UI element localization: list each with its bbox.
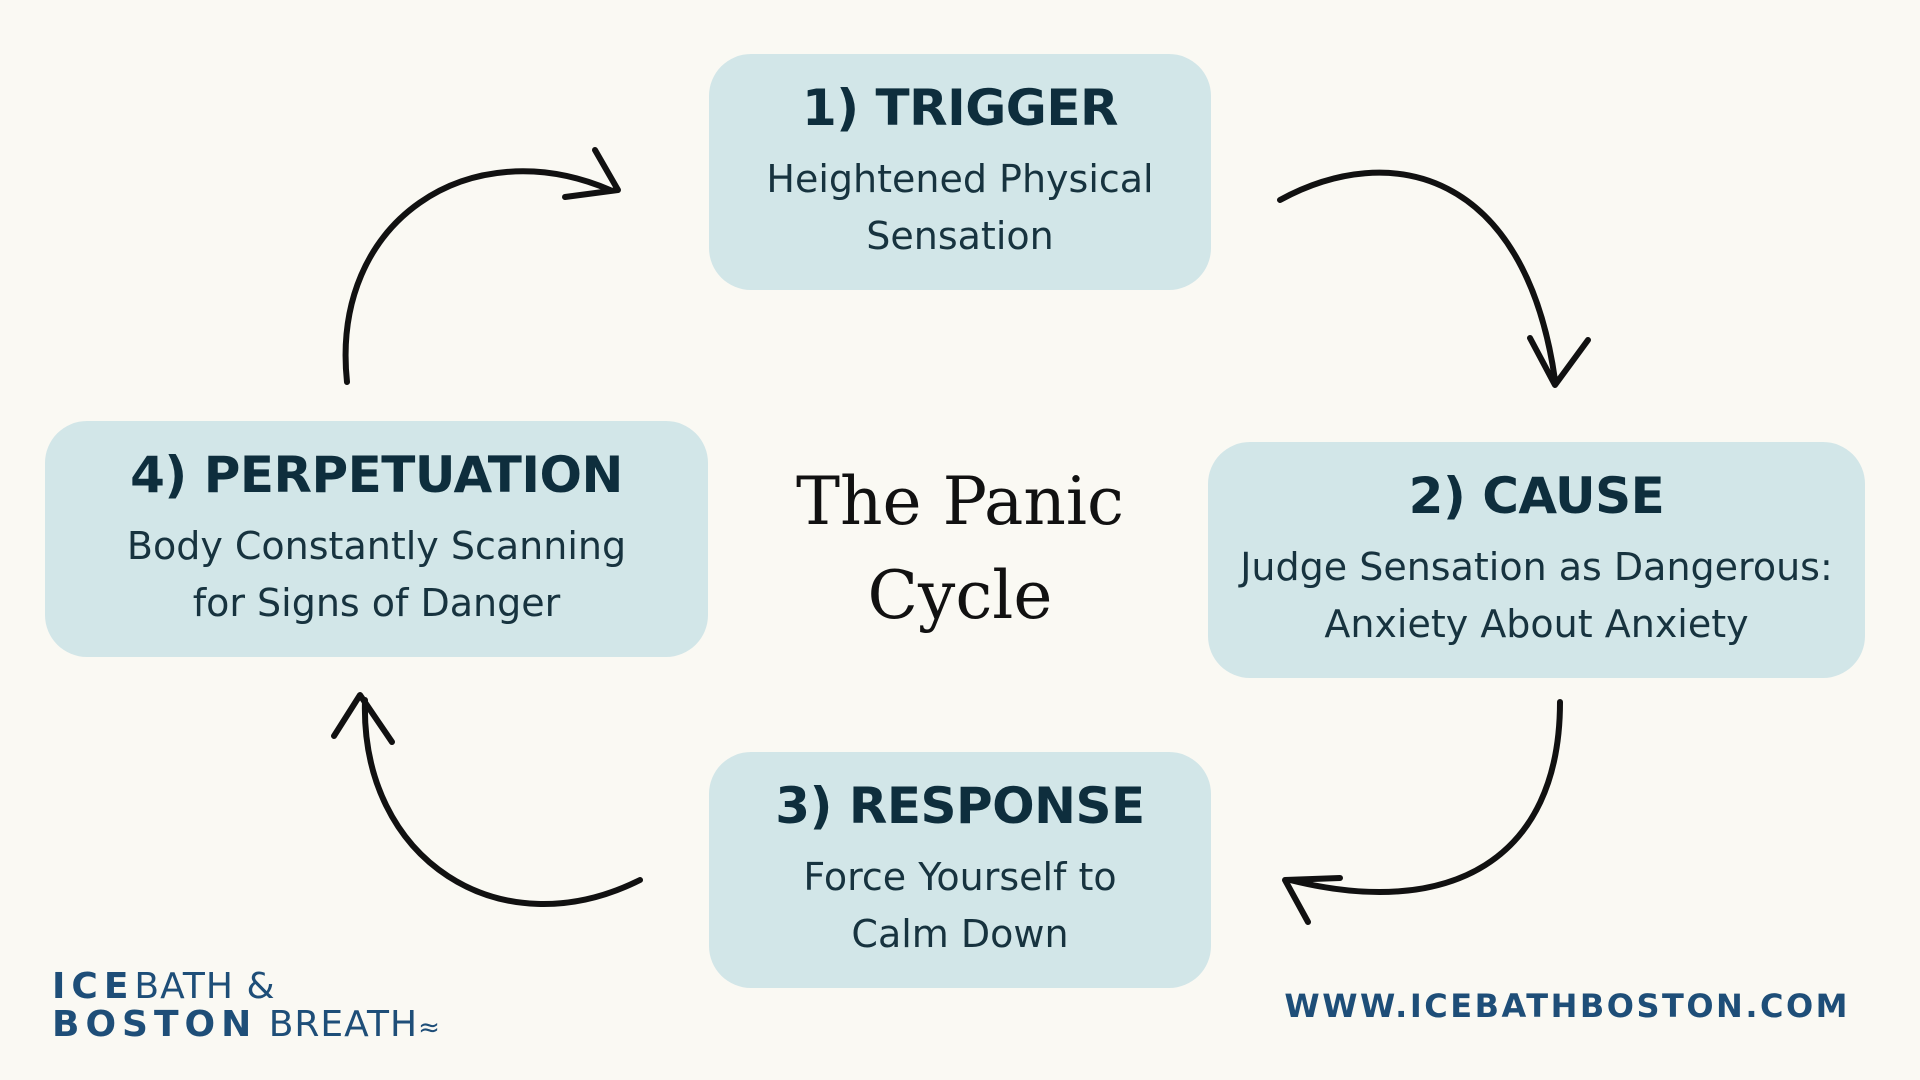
step-trigger-line-1: Heightened Physical <box>766 157 1154 201</box>
step-cause-line-1: Judge Sensation as Dangerous: <box>1240 545 1833 589</box>
arrow-response-to-perpetuation <box>361 697 643 907</box>
step-response-line-2: Calm Down <box>851 912 1069 956</box>
logo-line-1: ICEBATH & <box>52 968 532 1006</box>
arrowhead-trigger-to-cause <box>1527 335 1591 388</box>
arrow-cause-to-response <box>1287 699 1563 895</box>
step-cause-description: Judge Sensation as Dangerous: Anxiety Ab… <box>1240 539 1833 653</box>
diagram-title-line-2: Cycle <box>867 557 1053 634</box>
arrowhead-perpetuation-to-trigger <box>562 147 621 200</box>
step-response-box: 3) RESPONSE Force Yourself to Calm Down <box>709 752 1211 988</box>
step-trigger-title: 1) TRIGGER <box>802 79 1119 137</box>
website-url: WWW.ICEBATHBOSTON.COM <box>1284 987 1850 1025</box>
step-trigger-box: 1) TRIGGER Heightened Physical Sensation <box>709 54 1211 290</box>
step-trigger-line-2: Sensation <box>866 214 1054 258</box>
logo-word-breath: BREATH <box>268 1004 419 1045</box>
step-perpetuation-title: 4) PERPETUATION <box>130 446 623 504</box>
step-perpetuation-description: Body Constantly Scanning for Signs of Da… <box>127 518 626 632</box>
diagram-title: The Panic Cycle <box>760 455 1160 643</box>
step-cause-title: 2) CAUSE <box>1408 467 1665 525</box>
step-response-description: Force Yourself to Calm Down <box>803 849 1116 963</box>
step-cause-line-2: Anxiety About Anxiety <box>1324 602 1749 646</box>
logo-word-bath: BATH & <box>134 966 276 1007</box>
arrow-perpetuation-to-trigger <box>342 168 613 385</box>
step-perpetuation-line-1: Body Constantly Scanning <box>126 524 627 568</box>
step-perpetuation-line-2: for Signs of Danger <box>192 581 561 625</box>
arrowhead-response-to-perpetuation <box>331 692 395 745</box>
arrowhead-cause-to-response <box>1282 875 1343 925</box>
step-response-title: 3) RESPONSE <box>775 777 1145 835</box>
diagram-title-line-1: The Panic <box>796 463 1124 540</box>
logo-word-boston: BOSTON <box>52 1004 258 1045</box>
step-cause-box: 2) CAUSE Judge Sensation as Dangerous: A… <box>1208 442 1865 678</box>
step-response-line-1: Force Yourself to <box>803 855 1117 899</box>
wind-icon: ≈ <box>418 1013 440 1043</box>
step-perpetuation-box: 4) PERPETUATION Body Constantly Scanning… <box>45 421 708 657</box>
logo-word-ice: ICE <box>52 966 135 1007</box>
logo-line-2: BOSTON BREATH≈ <box>52 1006 532 1047</box>
arrow-trigger-to-cause <box>1277 169 1558 383</box>
step-trigger-description: Heightened Physical Sensation <box>766 151 1153 265</box>
brand-logo: ICEBATH & BOSTON BREATH≈ <box>52 968 532 1047</box>
